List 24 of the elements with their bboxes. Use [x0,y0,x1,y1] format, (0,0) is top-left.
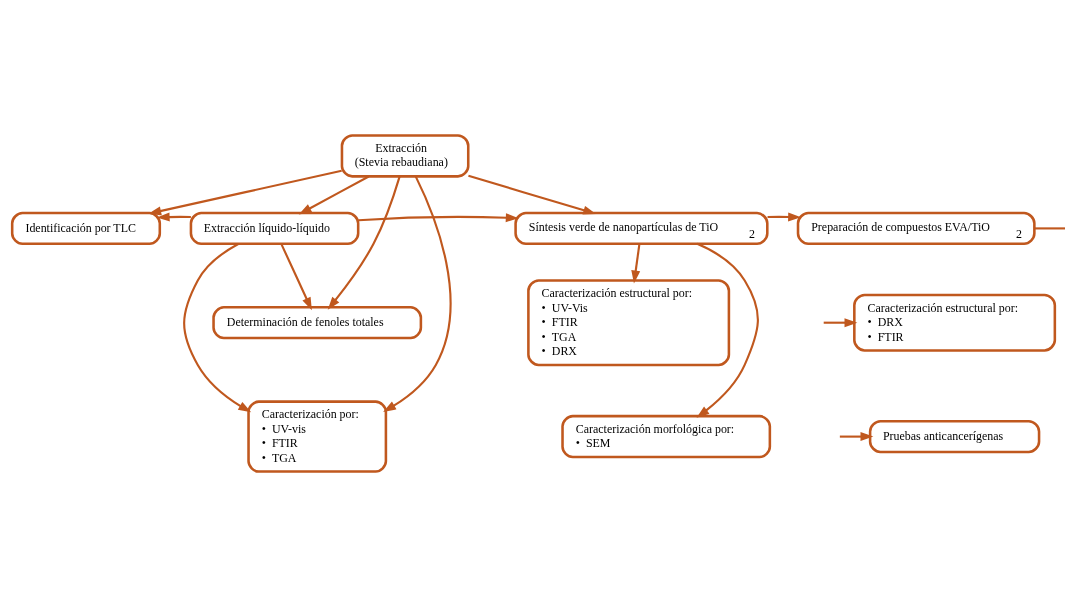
arrow [156,212,191,222]
arrow [767,212,801,222]
node-box: Extracción (Stevia rebaudiana) [340,134,470,178]
arrow [327,176,401,310]
node-box: Extracción líquido-líquido [189,211,360,246]
arrow [183,243,252,413]
node-box: Caracterización estructural por: • DRX • FTIR [853,293,1057,352]
arrow [823,318,858,328]
arrow [468,174,597,215]
node-box: Identificación por TLC [10,211,162,246]
node-box: Pruebas anticancerígenas [868,419,1041,454]
arrow [696,242,759,418]
arrow [631,244,641,284]
arrow [280,243,312,311]
connector [1034,227,1065,230]
arrow [358,213,519,223]
node-box: Caracterización estructural por: • UV-Vis • FTIR • TGA • DRX [527,279,731,367]
node-box: Determinación de fenoles totales [212,306,423,340]
arrow [298,175,370,215]
arrow [383,176,452,412]
node-box: Caracterización por: • UV-vis • FTIR • TGA [247,400,388,473]
node-box: Caracterización morfológica por: • SEM [561,414,772,459]
arrow [148,169,342,216]
arrow [839,432,874,442]
